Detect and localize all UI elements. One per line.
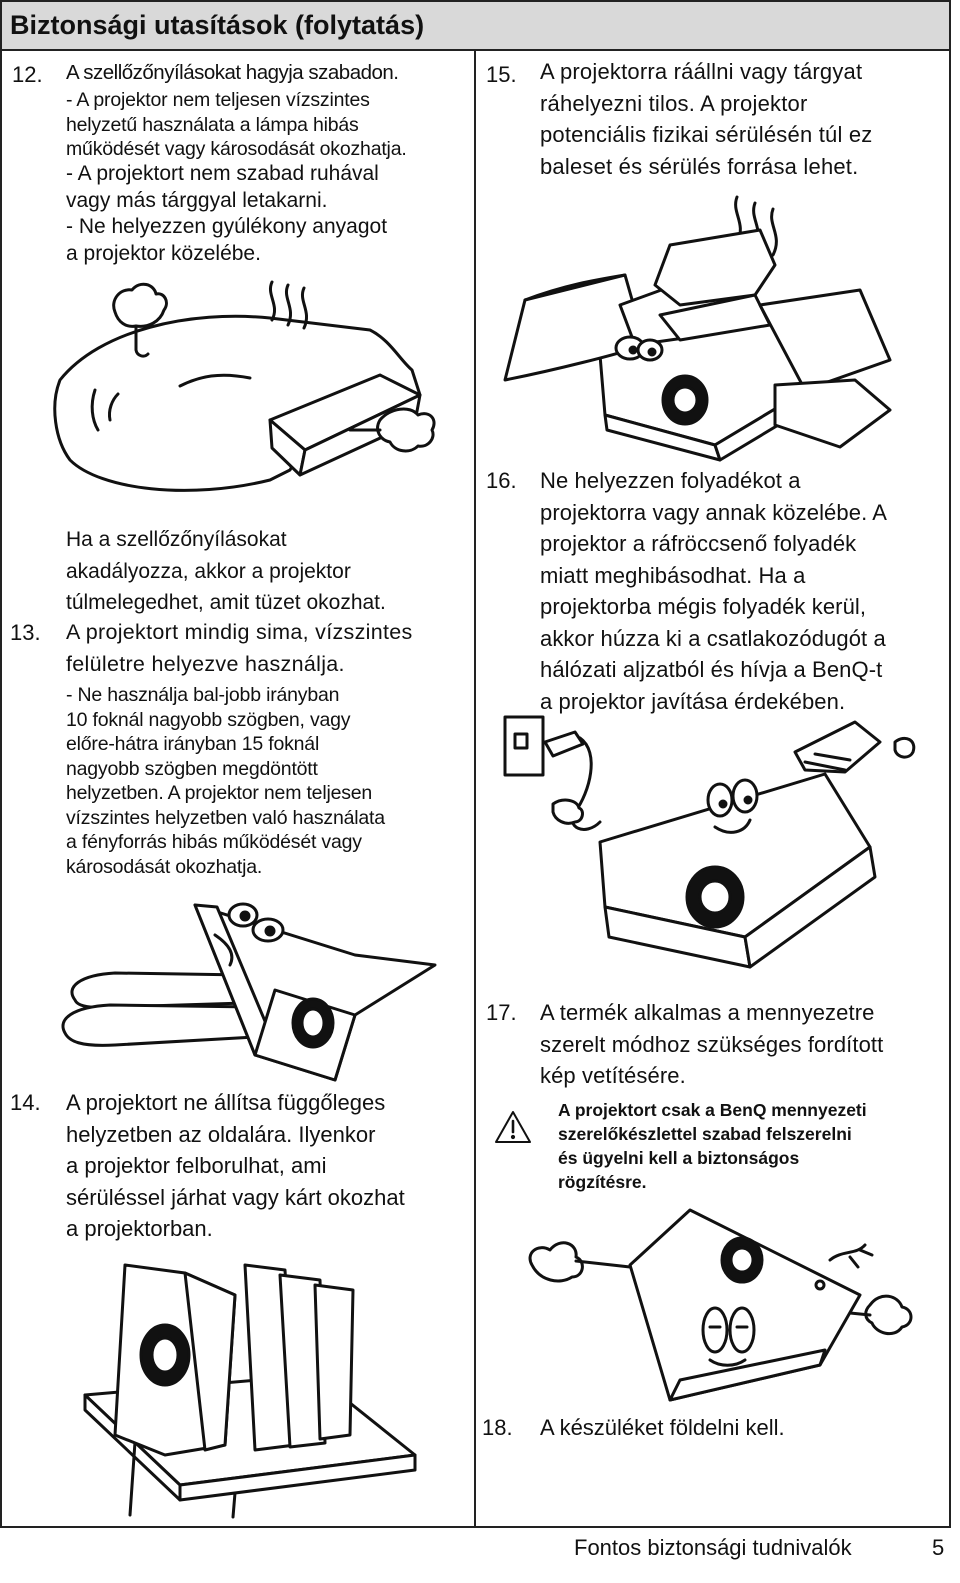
item-18-number: 18.	[482, 1415, 513, 1440]
item-17-note: A projektort csak a BenQ mennyezeti szer…	[558, 1100, 867, 1192]
item-15-text: A projektorra ráállni vagy tárgyat ráhel…	[540, 59, 873, 179]
warning-triangle-icon	[495, 1111, 531, 1143]
item-13-number: 13.	[10, 620, 41, 645]
item-16-number: 16.	[486, 468, 517, 493]
item-12-warning: Ha a szellőzőnyílásokat akadályozza, akk…	[66, 528, 386, 614]
item-16-text: Ne helyezzen folyadékot a projektorra va…	[540, 468, 888, 714]
item-13-bullet: - Ne használja bal-jobb irányban 10 fokn…	[66, 684, 385, 878]
item-13-title: A projektort mindig sima, vízszintes fel…	[66, 620, 413, 676]
item-12-bullet-1: - A projektor nem teljesen vízszintes he…	[66, 88, 407, 162]
item-14-text: A projektort ne állítsa függőleges helyz…	[66, 1090, 405, 1241]
item-18-text: A készüléket földelni kell.	[540, 1415, 785, 1440]
liquid-projector-illustration	[503, 715, 916, 969]
section-header: Biztonsági utasítások (folytatás)	[2, 2, 949, 51]
footer-section-title: Fontos biztonsági tudnivalók	[574, 1535, 852, 1560]
column-divider	[474, 51, 476, 1528]
ceiling-projector-illustration	[528, 1208, 913, 1402]
covered-projector-illustration	[53, 280, 436, 492]
tilted-projector-illustration	[61, 902, 437, 1082]
item-17-number: 17.	[486, 1000, 517, 1025]
footer-page-number: 5	[932, 1535, 945, 1560]
item-12-bullet-3: - Ne helyezzen gyúlékony anyagot a proje…	[66, 215, 388, 265]
item-14-number: 14.	[10, 1090, 41, 1115]
objects-on-projector-illustration	[503, 195, 892, 462]
item-12-number: 12.	[12, 62, 43, 87]
item-12-bullet-2: - A projektort nem szabad ruhával vagy m…	[66, 162, 379, 212]
item-12-title: A szellőzőnyílásokat hagyja szabadon.	[66, 61, 399, 84]
item-15-number: 15.	[486, 62, 517, 87]
vertical-projector-illustration	[83, 1263, 417, 1519]
item-12-bullet-1-text: - A projektor nem teljesen vízszintes he…	[66, 89, 407, 160]
item-17-text: A termék alkalmas a mennyezetre szerelt …	[540, 1000, 884, 1088]
page-title: Biztonsági utasítások (folytatás)	[10, 10, 425, 40]
